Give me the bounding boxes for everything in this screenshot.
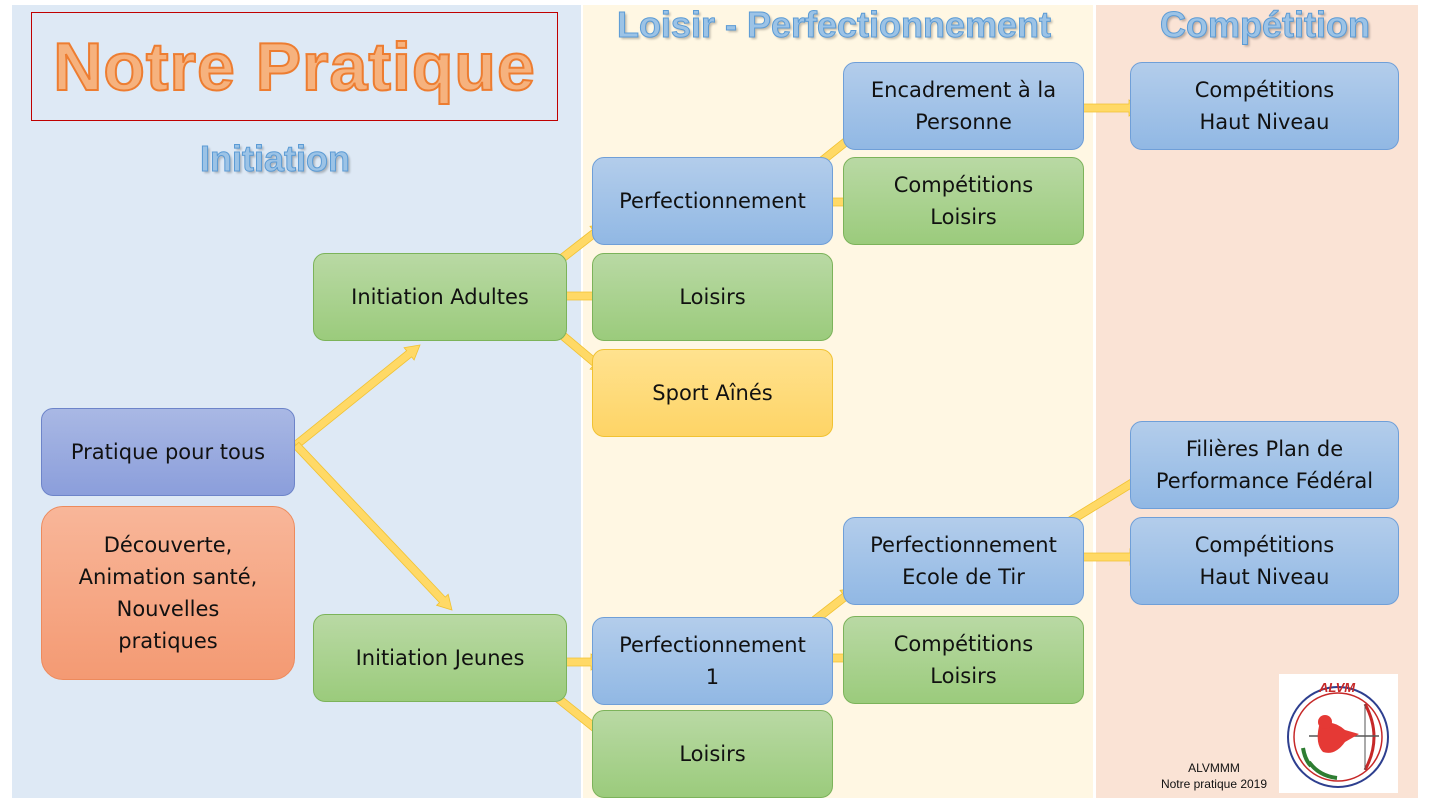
box-perfectionnement: Perfectionnement — [592, 157, 833, 245]
logo-text: ALVM — [1318, 680, 1356, 695]
box-sport-aines: Sport Aînés — [592, 349, 833, 437]
title-frame: Notre Pratique — [31, 12, 558, 121]
box-encadrement: Encadrement à la Personne — [843, 62, 1084, 150]
box-decouverte: Découverte, Animation santé, Nouvelles p… — [41, 506, 295, 680]
box-perfectionnement-1: Perfectionnement 1 — [592, 617, 833, 705]
arrow-pratique-to-initiation-adultes — [292, 344, 421, 449]
footer-caption: Notre pratique 2019 — [1160, 777, 1268, 791]
box-loisirs-jeunes: Loisirs — [592, 710, 833, 798]
arrow-pratique-to-initiation-jeunes — [292, 441, 453, 611]
footer-org: ALVMMM — [1188, 761, 1240, 775]
box-competitions-loisirs-adultes: Compétitions Loisirs — [843, 157, 1084, 245]
club-logo: ALVM — [1279, 674, 1398, 793]
box-perfectionnement-ecole-de-tir: Perfectionnement Ecole de Tir — [843, 517, 1084, 605]
heading-competition: Compétition — [1160, 4, 1371, 46]
box-filieres-plan-performance: Filières Plan de Performance Fédéral — [1130, 421, 1399, 509]
archer-logo-icon: ALVM — [1287, 680, 1389, 788]
box-competitions-haut-niveau-adultes: Compétitions Haut Niveau — [1130, 62, 1399, 150]
heading-initiation: Initiation — [200, 138, 351, 180]
box-loisirs-adultes: Loisirs — [592, 253, 833, 341]
heading-loisir-perfectionnement: Loisir - Perfectionnement — [616, 4, 1052, 46]
box-competitions-haut-niveau-jeunes: Compétitions Haut Niveau — [1130, 517, 1399, 605]
box-competitions-loisirs-jeunes: Compétitions Loisirs — [843, 616, 1084, 704]
box-initiation-adultes: Initiation Adultes — [313, 253, 567, 341]
box-pratique-pour-tous: Pratique pour tous — [41, 408, 295, 496]
page-title: Notre Pratique — [52, 28, 536, 106]
box-initiation-jeunes: Initiation Jeunes — [313, 614, 567, 702]
footer: ALVMMM Notre pratique 2019 — [1143, 760, 1285, 792]
